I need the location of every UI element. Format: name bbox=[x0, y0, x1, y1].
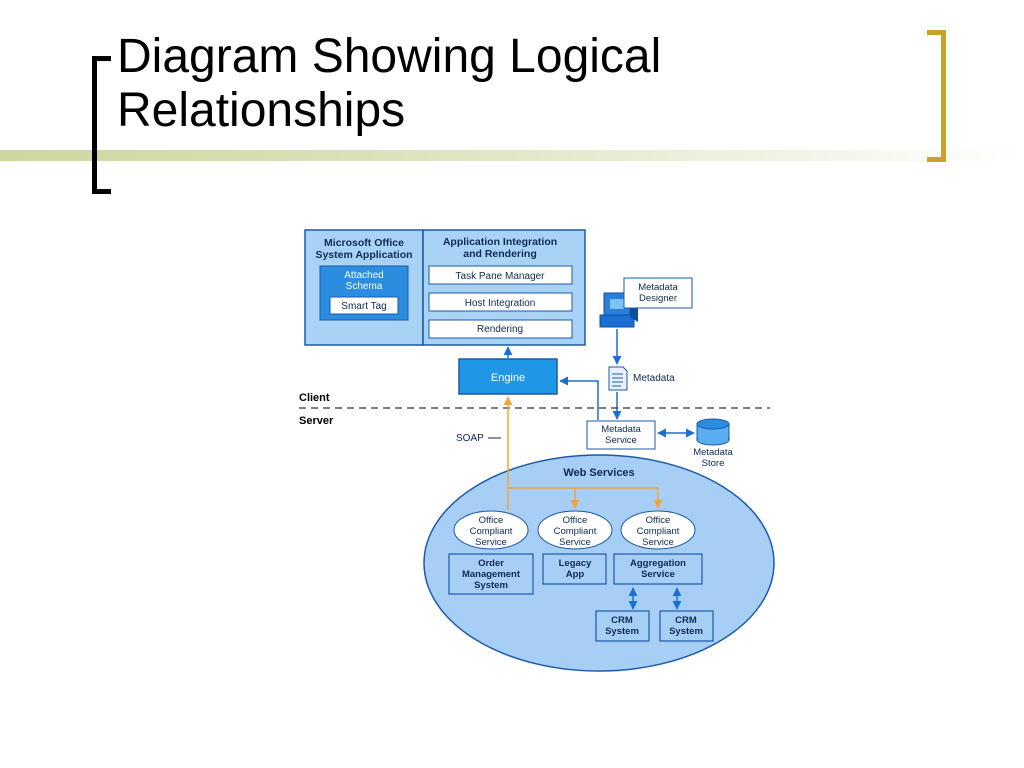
compliant-2-label-2: Compliant bbox=[554, 526, 597, 537]
legacy-app-box bbox=[542, 553, 607, 585]
crm-system-1-box bbox=[595, 610, 650, 642]
smart-tag-label: Smart Tag bbox=[341, 301, 386, 312]
crm-system-2-box bbox=[659, 610, 714, 642]
compliant-1-label-3: Service bbox=[475, 537, 507, 548]
metadata-service-label-2: Service bbox=[605, 435, 637, 446]
legacy-label-1: Legacy bbox=[559, 558, 592, 569]
metadata-store-label-2: Store bbox=[702, 458, 725, 469]
web-services-title: Web Services bbox=[563, 467, 634, 479]
smart-tag-box bbox=[329, 296, 399, 315]
app-integration-block: Application Integration and Rendering Ta… bbox=[422, 229, 586, 346]
slide-title-line-2: Relationships bbox=[117, 84, 406, 137]
metadata-document-icon bbox=[608, 366, 628, 391]
integration-title-1: Application Integration bbox=[443, 236, 557, 248]
client-label: Client bbox=[299, 392, 330, 404]
order-mgmt-label-3: System bbox=[474, 580, 508, 591]
compliant-3-label-2: Compliant bbox=[637, 526, 680, 537]
metadata-service-box bbox=[586, 420, 656, 450]
metadata-designer-label-1: Metadata bbox=[638, 282, 678, 293]
title-decoration-band bbox=[0, 150, 1024, 161]
metadata-label: Metadata bbox=[633, 373, 675, 384]
crm-1-label-1: CRM bbox=[611, 615, 633, 626]
compliant-2-label-3: Service bbox=[559, 537, 591, 548]
engine-box bbox=[458, 358, 558, 395]
compliant-3-label-3: Service bbox=[642, 537, 674, 548]
task-pane-manager-label: Task Pane Manager bbox=[456, 271, 546, 282]
right-bracket-decoration bbox=[927, 30, 946, 162]
office-app-title-2: System Application bbox=[315, 249, 412, 261]
crm-1-label-2: System bbox=[605, 626, 639, 637]
slide-title: Diagram Showing Logical Relationships bbox=[117, 30, 877, 138]
office-app-title-1: Microsoft Office bbox=[324, 237, 404, 249]
engine-label: Engine bbox=[491, 372, 525, 384]
metadata-service-label-1: Metadata bbox=[601, 424, 641, 435]
metadata-designer-box bbox=[623, 277, 693, 309]
compliant-1-label-2: Compliant bbox=[470, 526, 513, 537]
metadata-service-to-engine-arrow bbox=[559, 376, 599, 420]
metadata-designer-label-2: Designer bbox=[639, 293, 677, 304]
office-compliant-service-1: Office Compliant Service bbox=[453, 510, 529, 550]
soap-label: SOAP bbox=[456, 433, 484, 444]
order-mgmt-label-1: Order bbox=[478, 558, 504, 569]
metadata-store-icon bbox=[696, 418, 730, 446]
legacy-label-2: App bbox=[566, 569, 585, 580]
task-pane-manager-box bbox=[428, 265, 573, 285]
attached-schema-label-1: Attached bbox=[344, 270, 383, 281]
compliant-1-label-1: Office bbox=[479, 515, 504, 526]
aggregation-service-box bbox=[613, 553, 703, 585]
host-integration-label: Host Integration bbox=[465, 298, 536, 309]
metadata-store-label-1: Metadata bbox=[693, 447, 733, 458]
integration-title-2: and Rendering bbox=[463, 248, 537, 260]
host-integration-box bbox=[428, 292, 573, 312]
office-application-block: Microsoft Office System Application Atta… bbox=[304, 229, 424, 346]
aggregation-label-1: Aggregation bbox=[630, 558, 686, 569]
order-mgmt-label-2: Management bbox=[462, 569, 521, 580]
left-bracket-decoration bbox=[92, 56, 111, 194]
slide-title-line-1: Diagram Showing Logical bbox=[117, 30, 662, 83]
crm-2-label-2: System bbox=[669, 626, 703, 637]
rendering-label: Rendering bbox=[477, 324, 523, 335]
office-compliant-service-3: Office Compliant Service bbox=[620, 510, 696, 550]
rendering-box bbox=[428, 319, 573, 339]
compliant-3-label-1: Office bbox=[646, 515, 671, 526]
aggregation-label-2: Service bbox=[641, 569, 675, 580]
server-label: Server bbox=[299, 415, 334, 427]
crm-2-label-1: CRM bbox=[675, 615, 697, 626]
office-compliant-service-2: Office Compliant Service bbox=[537, 510, 613, 550]
attached-schema-label-2: Schema bbox=[346, 281, 383, 292]
compliant-2-label-1: Office bbox=[563, 515, 588, 526]
order-management-box bbox=[448, 553, 534, 595]
